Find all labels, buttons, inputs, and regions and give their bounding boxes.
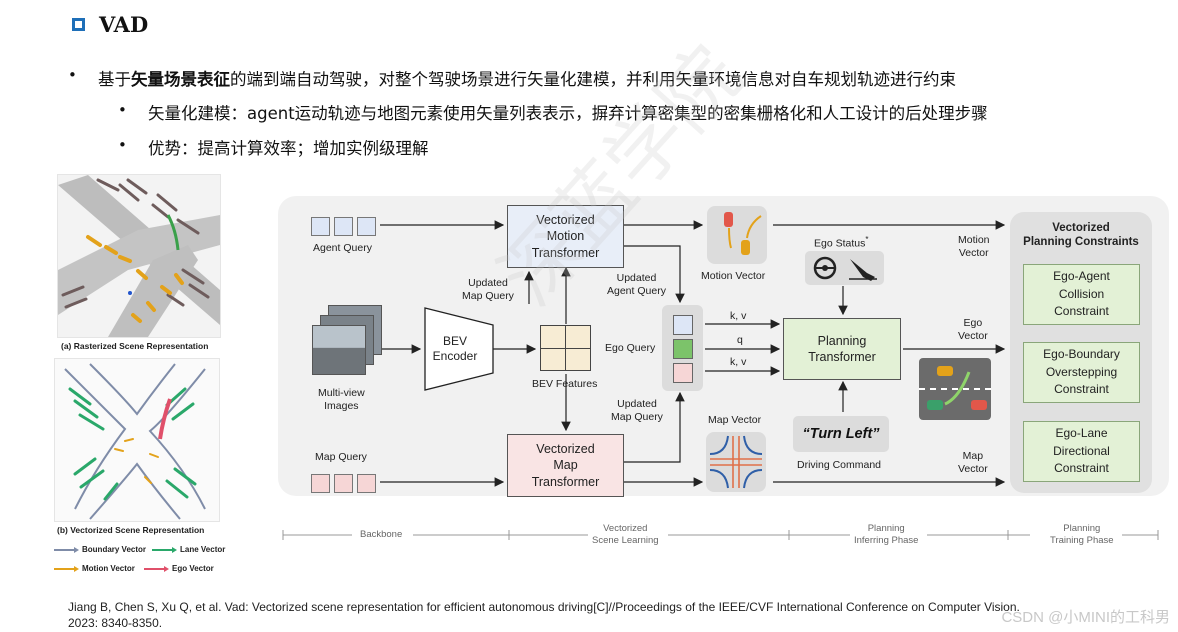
map-token bbox=[673, 363, 693, 383]
watermark-csdn: CSDN @小MINI的工科男 bbox=[1001, 609, 1170, 626]
bullet-main-suffix: 的端到端自动驾驶，对整个驾驶场景进行矢量化建模，并利用矢量环境信息对自车规划轨迹… bbox=[230, 70, 956, 89]
q-label: q bbox=[737, 334, 743, 346]
bullet-main-prefix: 基于 bbox=[98, 70, 131, 89]
out-motion-vector: Motion Vector bbox=[958, 234, 990, 260]
query-token bbox=[357, 217, 376, 236]
caption-vectorized: (b) Vectorized Scene Representation bbox=[57, 525, 205, 535]
vectorized-scene-graphic bbox=[64, 363, 206, 520]
bullet-main-bold: 矢量场景表征 bbox=[131, 70, 230, 89]
map-vector-graphic bbox=[709, 435, 763, 489]
title-square-icon bbox=[72, 18, 85, 31]
rasterized-scene-image bbox=[57, 174, 221, 338]
constraints-title: Vectorized Planning Constraints bbox=[1023, 222, 1139, 249]
multiview-images bbox=[312, 305, 382, 377]
bullet-dot: • bbox=[68, 66, 77, 84]
ego-status-label: Ego Status* bbox=[814, 235, 869, 251]
bev-features-label: BEV Features bbox=[532, 378, 598, 390]
phase-inferring: Planning Inferring Phase bbox=[854, 523, 919, 546]
bev-encoder-shape bbox=[424, 307, 494, 391]
turn-left-command: “Turn Left” bbox=[793, 416, 889, 452]
motion-vector-caption: Motion Vector bbox=[701, 270, 766, 282]
updated-map-query-top: Updated Map Query bbox=[462, 277, 514, 303]
legend-boundary: Boundary Vector bbox=[82, 545, 147, 554]
constraint-ego-lane: Ego-Lane Directional Constraint bbox=[1023, 421, 1140, 482]
out-map-vector: Map Vector bbox=[958, 450, 988, 476]
agent-query-label: Agent Query bbox=[313, 242, 372, 254]
query-token bbox=[311, 474, 330, 493]
map-vector-caption: Map Vector bbox=[708, 414, 762, 426]
bullet-dot: • bbox=[118, 101, 127, 119]
map-query-label: Map Query bbox=[315, 451, 367, 463]
legend-ego: Ego Vector bbox=[172, 564, 214, 573]
updated-map-query-bottom: Updated Map Query bbox=[611, 398, 663, 424]
motion-vector-graphic bbox=[724, 212, 762, 255]
ego-token bbox=[673, 339, 693, 359]
map-vector-icon bbox=[706, 432, 766, 492]
kv-top-label: k, v bbox=[730, 310, 747, 322]
map-transformer-block: Vectorized Map Transformer bbox=[507, 434, 624, 497]
bullet-sub-2: 优势：提高计算效率；增加实例级理解 bbox=[148, 139, 429, 158]
agent-query-tokens bbox=[311, 217, 376, 236]
constraint-ego-boundary: Ego-Boundary Overstepping Constraint bbox=[1023, 342, 1140, 403]
ego-status-star: * bbox=[865, 235, 869, 244]
motion-vector-icon bbox=[707, 206, 767, 264]
rasterized-scene-graphic bbox=[58, 175, 220, 337]
query-token bbox=[311, 217, 330, 236]
ego-status-graphic bbox=[813, 256, 877, 281]
driving-command-label: Driving Command bbox=[797, 459, 882, 471]
bev-features-grid bbox=[540, 325, 591, 371]
out-ego-vector: Ego Vector bbox=[958, 317, 988, 343]
page-title: VAD bbox=[99, 12, 149, 37]
phase-backbone: Backbone bbox=[360, 529, 403, 540]
ego-query-stack bbox=[662, 305, 703, 391]
phase-training: Planning Training Phase bbox=[1050, 523, 1114, 546]
ego-query-label: Ego Query bbox=[605, 342, 656, 354]
bullet-sub-1: 矢量化建模：agent运动轨迹与地图元素使用矢量列表表示，摒弃计算密集型的密集栅… bbox=[148, 104, 988, 123]
query-token bbox=[334, 217, 353, 236]
ego-vector-road-graphic bbox=[919, 366, 991, 410]
bullet-dot: • bbox=[118, 136, 127, 154]
legend-lane: Lane Vector bbox=[180, 545, 226, 554]
vectorized-scene-image bbox=[54, 358, 220, 522]
ego-status-icons bbox=[805, 251, 884, 285]
kv-bottom-label: k, v bbox=[730, 356, 747, 368]
updated-agent-query: Updated Agent Query bbox=[607, 272, 666, 298]
query-token bbox=[334, 474, 353, 493]
constraint-ego-agent: Ego-Agent Collision Constraint bbox=[1023, 264, 1140, 325]
citation: Jiang B, Chen S, Xu Q, et al. Vad: Vecto… bbox=[68, 600, 1020, 631]
legend-arrows bbox=[54, 547, 177, 572]
map-query-tokens bbox=[311, 474, 376, 493]
camera-image bbox=[312, 325, 366, 375]
agent-token bbox=[673, 315, 693, 335]
ego-vector-road-icon bbox=[919, 358, 991, 420]
grid-divider bbox=[541, 348, 590, 349]
ego-status-text: Ego Status bbox=[814, 237, 866, 250]
multiview-label: Multi-view Images bbox=[318, 387, 365, 413]
caption-rasterized: (a) Rasterized Scene Representation bbox=[61, 341, 209, 351]
motion-transformer-block: Vectorized Motion Transformer bbox=[507, 205, 624, 268]
bullet-main: 基于矢量场景表征的端到端自动驾驶，对整个驾驶场景进行矢量化建模，并利用矢量环境信… bbox=[98, 66, 956, 90]
phase-scene-learning: Vectorized Scene Learning bbox=[592, 523, 659, 546]
query-token bbox=[357, 474, 376, 493]
planning-transformer-block: Planning Transformer bbox=[783, 318, 901, 380]
bev-encoder-label: BEV Encoder bbox=[432, 334, 478, 363]
legend-motion: Motion Vector bbox=[82, 564, 135, 573]
